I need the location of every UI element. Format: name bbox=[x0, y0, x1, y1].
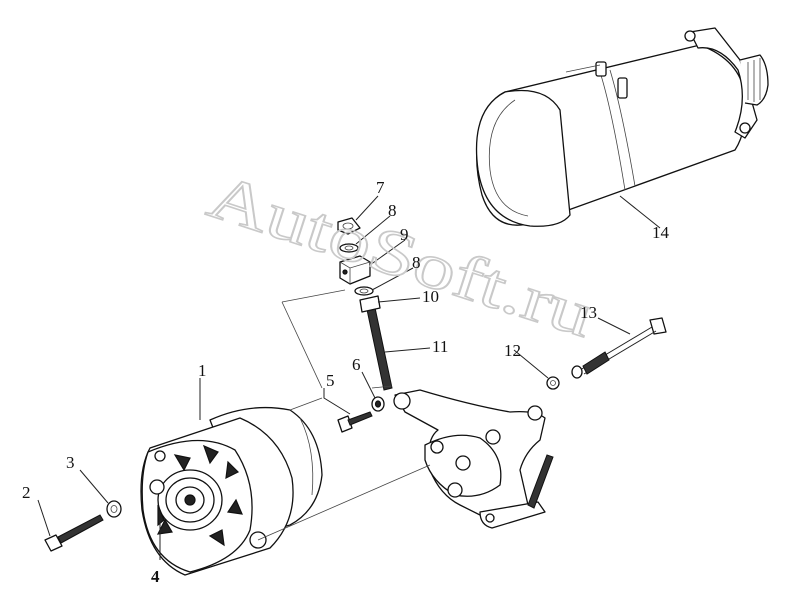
washer-3 bbox=[106, 500, 122, 518]
starter-motor bbox=[475, 27, 769, 227]
callout-7: 7 bbox=[376, 178, 385, 197]
callout-13: 13 bbox=[580, 303, 597, 322]
callout-6: 6 bbox=[352, 355, 361, 374]
bolt-5 bbox=[337, 411, 373, 433]
callout-3: 3 bbox=[66, 453, 75, 472]
leader-lines bbox=[37, 195, 661, 560]
washer-12 bbox=[546, 376, 560, 390]
washer-6 bbox=[371, 396, 385, 412]
bolt-13 bbox=[571, 317, 667, 379]
callout-9: 9 bbox=[400, 225, 409, 244]
callout-8-bottom: 8 bbox=[412, 253, 421, 272]
adjusting-rod bbox=[359, 295, 393, 391]
washer-8-bottom bbox=[354, 286, 374, 296]
callout-12: 12 bbox=[504, 341, 521, 360]
callout-11: 11 bbox=[432, 337, 448, 356]
callout-1: 1 bbox=[198, 361, 207, 380]
callout-10: 10 bbox=[422, 287, 439, 306]
bolt-2 bbox=[44, 514, 104, 552]
callout-14: 14 bbox=[652, 223, 670, 242]
callout-2: 2 bbox=[22, 483, 31, 502]
block-9 bbox=[339, 255, 371, 285]
nut-7 bbox=[337, 217, 361, 235]
washer-8-top bbox=[339, 243, 359, 253]
callout-8-top: 8 bbox=[388, 201, 397, 220]
callout-4: 4 bbox=[151, 567, 160, 586]
mounting-bracket bbox=[393, 389, 554, 529]
alternator bbox=[140, 406, 323, 576]
callout-5: 5 bbox=[326, 371, 335, 390]
callout-labels: 1 2 3 4 5 6 7 8 9 8 10 11 12 13 14 bbox=[22, 178, 670, 586]
